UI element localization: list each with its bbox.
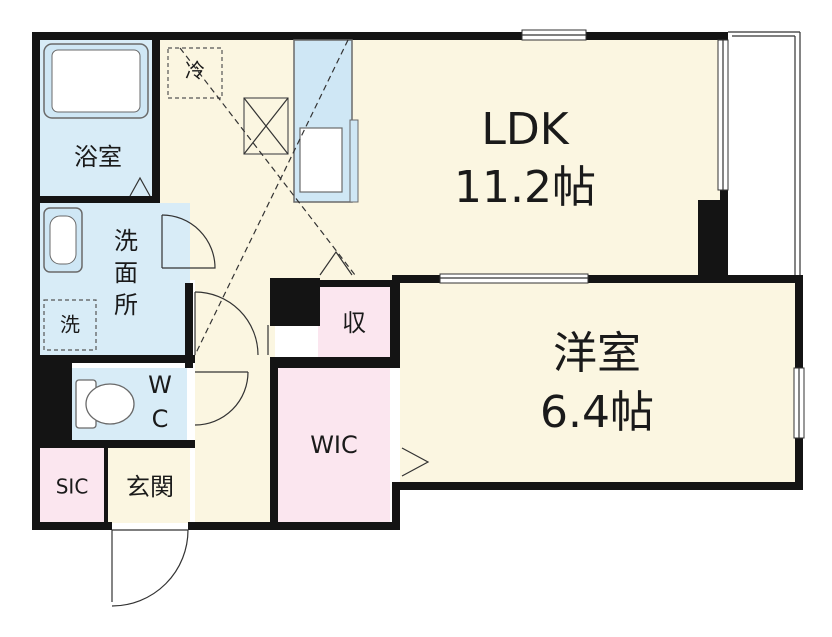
storage-floor <box>318 287 390 357</box>
kitchen-counter <box>293 39 359 203</box>
wc-label-2: C <box>152 405 169 433</box>
western-room-size: 6.4帖 <box>540 387 654 438</box>
wic-floor <box>278 368 390 523</box>
washroom-label-3: 所 <box>114 291 138 319</box>
open-ceiling-line-2 <box>179 47 356 276</box>
windows <box>439 29 805 439</box>
entrance-label: 玄関 <box>126 473 174 501</box>
washroom-label-1: 洗 <box>114 227 138 255</box>
toilet <box>75 379 135 429</box>
wic-label: WIC <box>310 431 358 459</box>
doors <box>111 176 430 607</box>
storage-label: 収 <box>342 309 366 337</box>
fridge-label: 冷 <box>185 59 205 83</box>
bathtub <box>43 43 149 119</box>
western-room-name: 洋室 <box>553 328 641 379</box>
bath-label: 浴室 <box>74 143 122 171</box>
wash-basin <box>43 207 83 273</box>
washer-space <box>43 299 97 351</box>
sic-floor <box>40 448 104 523</box>
balcony <box>728 31 801 275</box>
ldk-size: 11.2帖 <box>454 162 596 213</box>
entrance-floor <box>108 448 190 523</box>
range-hood <box>243 97 289 155</box>
western-room-floor <box>400 283 795 483</box>
sic-label: SIC <box>56 475 89 499</box>
washroom-label-2: 面 <box>114 259 138 287</box>
fridge-space <box>167 47 223 99</box>
ldk-name: LDK <box>481 104 569 155</box>
wc-label-1: W <box>148 371 172 399</box>
washer-label: 洗 <box>60 313 80 337</box>
ldk-floor <box>160 40 720 280</box>
hall-floor <box>195 280 275 525</box>
open-ceiling-line <box>194 39 349 356</box>
